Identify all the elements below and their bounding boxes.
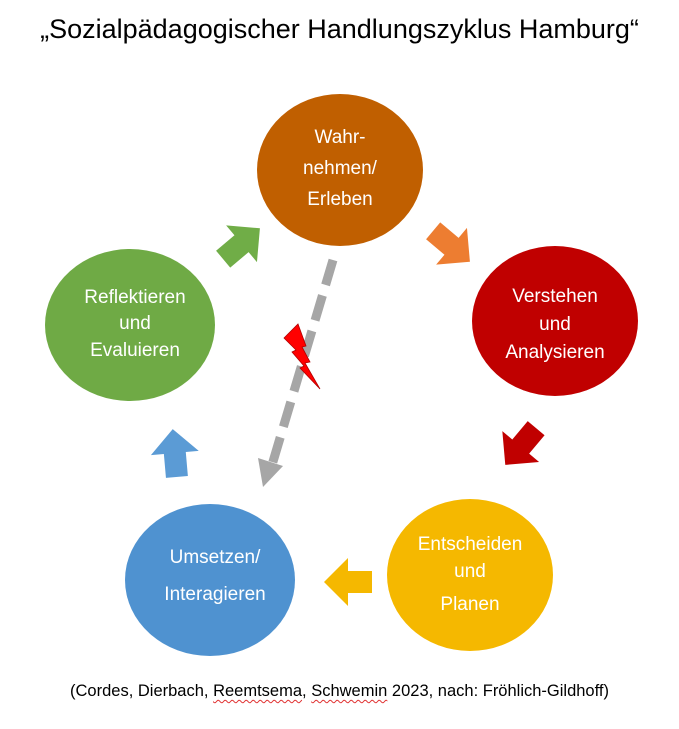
arrow-red-icon <box>486 412 555 481</box>
arrow-green-icon <box>207 209 276 278</box>
svg-text:Entscheiden: Entscheiden <box>418 534 523 555</box>
svg-text:Analysieren: Analysieren <box>505 342 604 363</box>
citation-author-schwemin: Schwemin <box>311 682 388 700</box>
citation-prefix: (Cordes, Dierbach, <box>70 682 214 700</box>
svg-text:und: und <box>119 313 151 334</box>
node-entscheiden: Entscheiden und Planen <box>387 499 553 651</box>
svg-text:Umsetzen/: Umsetzen/ <box>170 547 262 568</box>
svg-text:Wahr-: Wahr- <box>314 127 365 148</box>
node-reflektieren: Reflektieren und Evaluieren <box>45 249 215 401</box>
citation-separator: , <box>302 682 312 700</box>
arrow-blue-icon <box>148 427 201 480</box>
svg-text:nehmen/: nehmen/ <box>303 158 378 179</box>
dashed-arrow <box>258 258 338 487</box>
svg-text:Planen: Planen <box>440 594 499 615</box>
citation-author-reemtsema: Reemtsema <box>213 682 303 700</box>
svg-text:Verstehen: Verstehen <box>512 286 598 307</box>
svg-text:Interagieren: Interagieren <box>164 584 265 605</box>
svg-text:und: und <box>539 314 571 335</box>
diagram-title: „Sozialpädagogischer Handlungszyklus Ham… <box>40 14 639 44</box>
arrow-orange-icon <box>417 212 486 281</box>
svg-text:Erleben: Erleben <box>307 189 373 210</box>
svg-text:Reflektieren: Reflektieren <box>84 287 185 308</box>
node-verstehen: Verstehen und Analysieren <box>472 246 638 396</box>
lightning-icon <box>283 323 321 390</box>
node-umsetzen: Umsetzen/ Interagieren <box>125 504 295 656</box>
citation-suffix: 2023, nach: Fröhlich-Gildhoff) <box>387 682 609 700</box>
citation: (Cordes, Dierbach, Reemtsema, Schwemin 2… <box>0 682 679 701</box>
svg-text:und: und <box>454 561 486 582</box>
arrow-yellow-icon <box>324 558 372 606</box>
node-wahrnehmen: Wahr- nehmen/ Erleben <box>257 94 423 246</box>
svg-text:Evaluieren: Evaluieren <box>90 340 180 361</box>
